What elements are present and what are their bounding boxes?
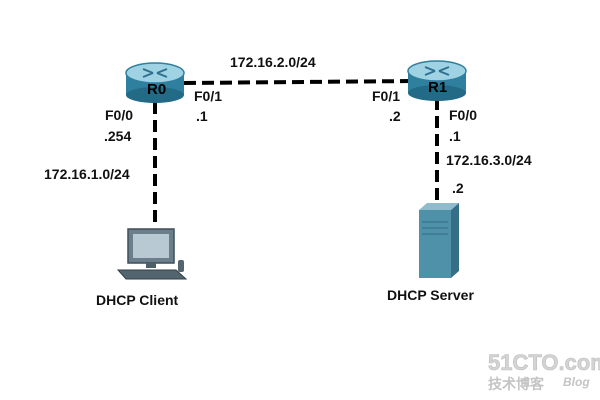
router-r1-icon[interactable] [407,60,467,101]
watermark-blog: Blog [563,375,590,389]
router-r0-icon[interactable] [125,62,185,103]
server-network-label: 172.16.3.0/24 [446,152,532,168]
r0-lan-interface: F0/0 [105,107,133,123]
r1-wan-interface: F0/1 [372,88,400,104]
link-r0-r1 [183,79,419,85]
r0-wan-ip: .1 [196,108,208,124]
watermark: 51CTO.com 技术博客 Blog [488,350,600,392]
router-r0-name: R0 [147,81,166,98]
r0-wan-interface: F0/1 [194,88,222,104]
watermark-sub: 技术博客 [488,376,545,392]
watermark-site: 51CTO.com [488,350,600,375]
pc-icon[interactable] [116,228,188,280]
server-icon[interactable] [419,203,459,278]
client-network-label: 172.16.1.0/24 [44,166,130,182]
r1-lan-ip: .1 [449,128,461,144]
router-r1-name: R1 [428,79,447,96]
r0-lan-ip: .254 [104,128,131,144]
wan-network-label: 172.16.2.0/24 [230,54,316,70]
r1-wan-ip: .2 [389,108,401,124]
client-label: DHCP Client [96,292,179,308]
server-ip: .2 [452,180,464,196]
r1-lan-interface: F0/0 [449,107,477,123]
server-label: DHCP Server [387,287,474,303]
